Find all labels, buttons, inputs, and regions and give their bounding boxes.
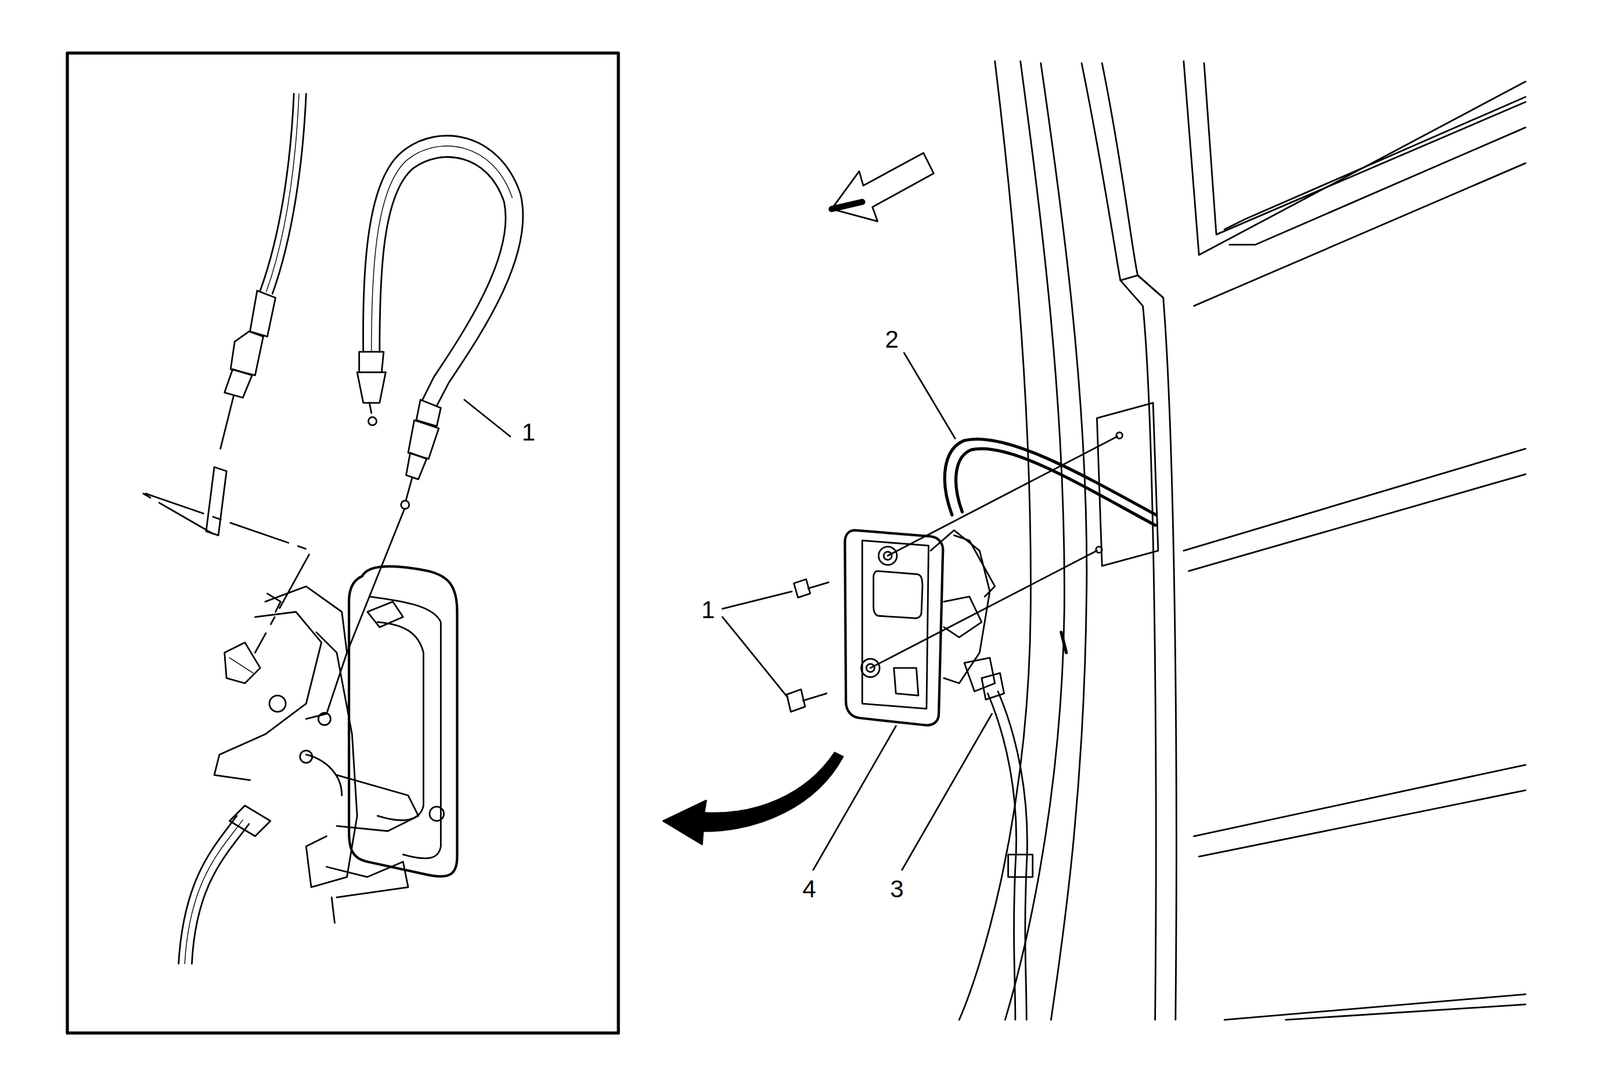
- screws: [786, 432, 1123, 712]
- callout-number: 1: [519, 419, 538, 446]
- door-body: [959, 60, 1526, 1021]
- left-cable: [139, 94, 312, 654]
- bottom-cable: [178, 816, 250, 965]
- callout-number: 2: [883, 326, 902, 353]
- callout-number: 1: [698, 596, 717, 624]
- handle-mechanism: [214, 566, 457, 924]
- leader-lines: [464, 352, 993, 871]
- cable-2: [944, 438, 1156, 525]
- callout-number: 4: [800, 876, 818, 903]
- direction-arrows: [662, 153, 934, 845]
- cable-loop: [347, 135, 524, 654]
- cable-3: [981, 673, 1033, 1021]
- exterior-handle: [844, 530, 995, 726]
- inset-frame: [67, 52, 619, 1034]
- callout-number: 3: [887, 876, 906, 903]
